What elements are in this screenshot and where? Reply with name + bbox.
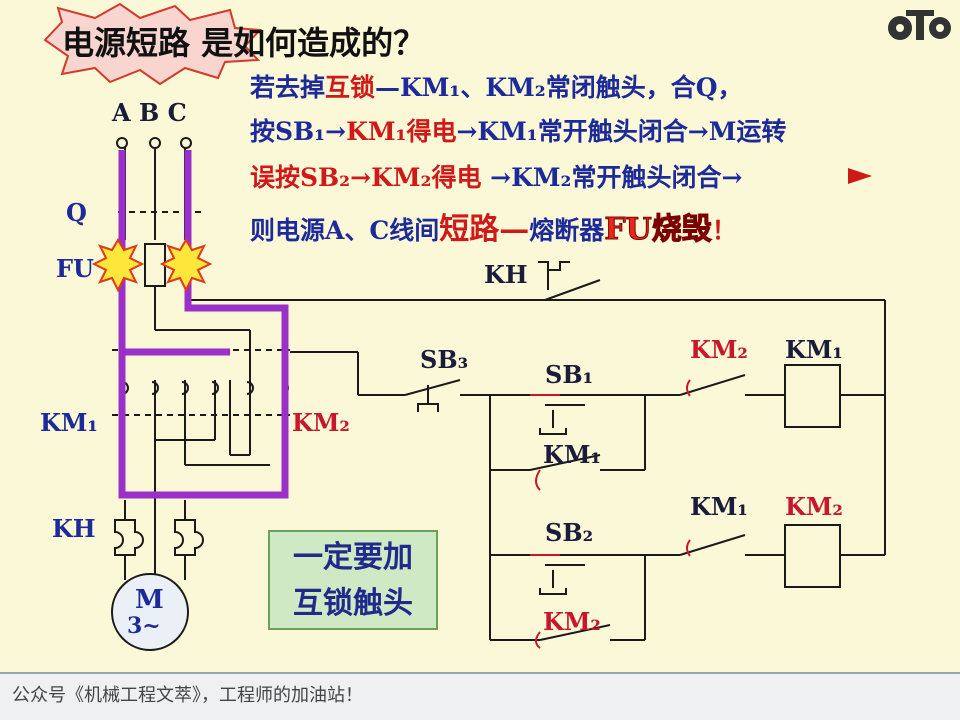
line4-part-d: FU烧毁 — [604, 212, 712, 248]
label-km1-coil: KM₁ — [785, 335, 843, 364]
fuse-burst-right — [159, 238, 213, 293]
label-km1-aux: KM₁ — [543, 440, 601, 469]
line2-part-b: KM₁得电 — [346, 117, 457, 146]
title-starburst — [43, 2, 263, 86]
fuse-burst-left — [91, 238, 145, 293]
line1-part-a: 若去掉 — [250, 73, 326, 102]
line4-part-b: 短路— — [439, 212, 530, 247]
explanation-line-2: 按SB₁→KM₁得电→KM₁常开触头闭合→M运转 — [250, 112, 786, 148]
label-fu: FU — [56, 254, 94, 283]
line1-part-b: 互锁 — [325, 73, 376, 102]
label-sb3: SB₃ — [420, 345, 469, 374]
label-kh-left: KH — [52, 514, 96, 543]
label-km2-coil: KM₂ — [785, 492, 843, 521]
note-line-2: 互锁触头 — [293, 586, 413, 621]
label-sb1: SB₁ — [545, 360, 594, 389]
label-sb2: SB₂ — [545, 518, 594, 547]
label-km1-nc: KM₁ — [690, 492, 748, 521]
brand-logo-icon — [888, 10, 951, 40]
page-title: 电源短路 是如何造成的？ — [62, 24, 426, 62]
label-km2-aux: KM₂ — [543, 607, 601, 636]
label-km1-main: KM₁ — [40, 408, 98, 437]
note-line-1: 一定要加 — [293, 540, 413, 575]
line3-part-a: 误按SB₂→ — [250, 163, 372, 192]
motor-label-3: 3~ — [127, 613, 161, 639]
motor-label-m: M — [135, 585, 164, 615]
line2-part-a: 按SB₁→ — [250, 117, 347, 146]
interlock-note: 一定要加 互锁触头 — [268, 530, 438, 630]
label-kh-top: KH — [484, 260, 528, 289]
explanation-line-4: 则电源A、C线间短路—熔断器FU烧毁！ — [250, 204, 737, 248]
label-km2-nc: KM₂ — [690, 335, 748, 364]
explanation-line-1: 若去掉互锁—KM₁、KM₂常闭触头，合Q， — [250, 68, 743, 104]
line4-part-c: 熔断器 — [529, 216, 605, 245]
phase-labels: A B C — [112, 98, 187, 127]
label-q: Q — [66, 198, 87, 227]
footer-caption: 公众号《机械工程文萃》，工程师的加油站！ — [0, 672, 960, 720]
line3-part-c: →KM₂常开触头闭合→ — [481, 163, 743, 192]
line1-part-c: —KM₁、KM₂常闭触头，合Q， — [375, 73, 743, 102]
label-km2-main: KM₂ — [292, 408, 350, 437]
line4-part-a: 则电源A、C线间 — [250, 216, 440, 245]
explanation-line-3: 误按SB₂→KM₂得电 →KM₂常开触头闭合→ — [250, 158, 742, 194]
line2-part-c: →KM₁常开触头闭合→M运转 — [456, 117, 787, 146]
line3-part-b: KM₂得电 — [371, 163, 482, 192]
line4-part-e: ！ — [711, 216, 737, 245]
